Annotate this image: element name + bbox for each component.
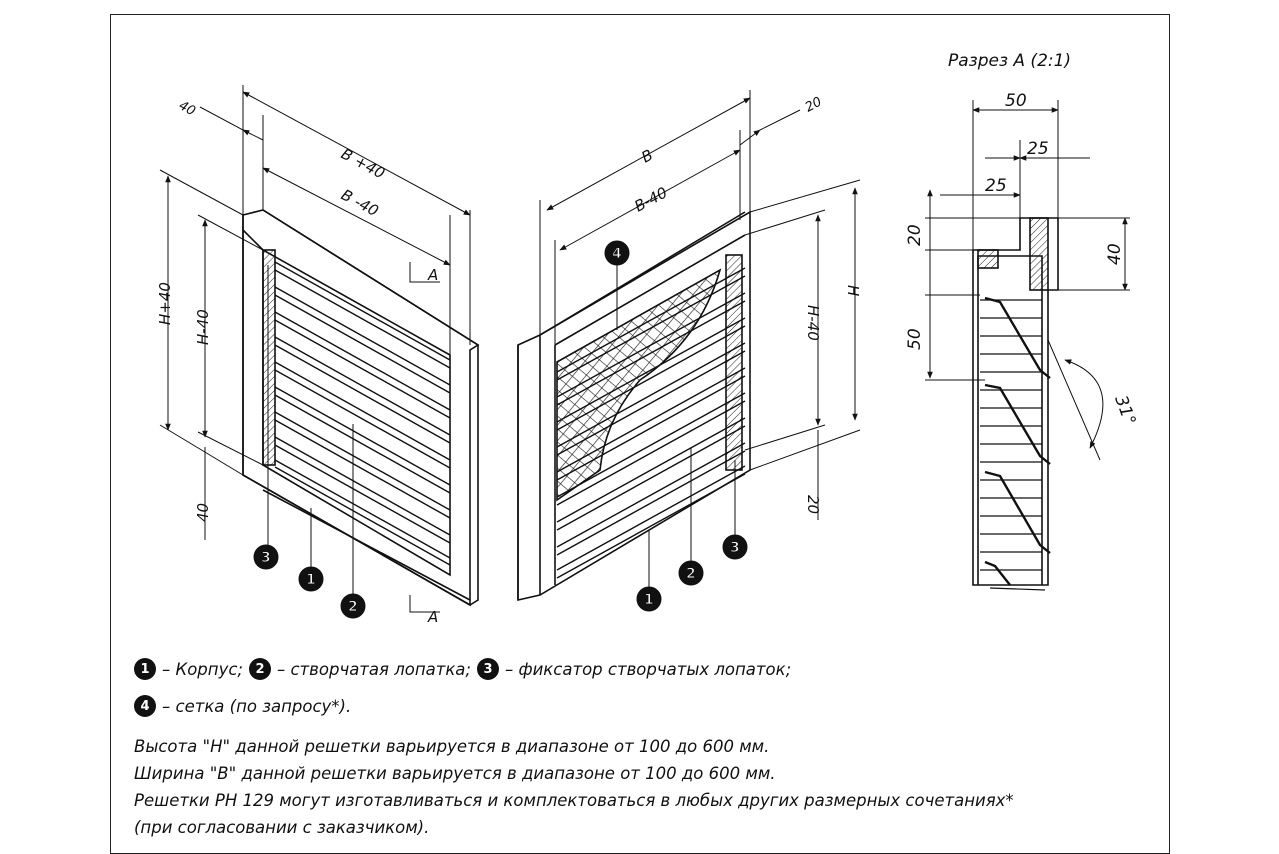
svg-text:2: 2 [686,566,696,582]
dim-left-h-minus-40: H-40 [194,309,212,345]
note-height: Высота "Н" данной решетки варьируется в … [134,737,770,756]
dim-right-b-minus-40: B-40 [631,183,670,215]
section-mark-a-bottom: A [427,608,438,626]
view-callouts: 4 3 1 2 1 2 3 [253,240,748,619]
callout-3-left: 3 [253,265,279,570]
section-mark-a-top: A [427,266,438,284]
dim-sec-20: 20 [905,224,925,246]
left-dimensions [159,85,471,613]
legend-text-4: – сетка (по запросу*). [162,696,352,716]
note-custom-sizes: Решетки РН 129 могут изготавливаться и к… [134,791,1014,810]
dim-sec-25-lower: 25 [985,176,1007,196]
legend-number-3: 3 [476,658,499,680]
dim-sec-50: 50 [1005,91,1027,111]
svg-text:1: 1 [644,592,654,608]
dim-right-b: B [638,146,656,167]
callout-4-marker: 4 [604,240,630,330]
legend-number-4: 4 [134,695,156,717]
dim-sec-40: 40 [1105,243,1125,265]
dim-left-b-plus-40: B +40 [338,145,388,183]
dim-left-bottom-40: 40 [194,503,212,522]
callout-1-left: 1 [298,508,324,592]
dim-left-40: 40 [176,98,198,119]
svg-text:2: 2 [348,599,358,615]
legend-number-1: 1 [134,658,156,680]
dim-right-20: 20 [803,95,825,116]
callout-1-right: 1 [636,530,662,612]
callout-2-right: 2 [678,448,704,586]
legend-number-2: 2 [248,658,271,680]
legend-text-1: – Корпус; [162,659,243,679]
dim-right-h-minus-40: H-40 [804,305,822,341]
dim-sec-50-vertical: 50 [905,328,925,350]
dim-sec-25-upper: 25 [1027,139,1049,159]
dim-left-b-minus-40: B -40 [338,186,381,220]
svg-text:4: 4 [612,246,622,262]
dim-right-h: H [844,285,862,296]
note-width: Ширина "В" данной решетки варьируется в … [134,764,776,783]
callout-2-left: 2 [340,424,366,619]
right-dimensions [539,90,861,520]
section-title: Разрез А (2:1) [948,51,1071,71]
svg-text:3: 3 [730,540,740,556]
callout-3-right: 3 [722,460,748,560]
left-grille [242,209,480,607]
section-a: Разрез А (2:1) [905,51,1139,591]
dim-sec-angle: 31° [1110,393,1139,428]
dim-right-bottom-20: 20 [804,495,822,514]
legend-line-1: 1 – Корпус; 2 – створчатая лопатка; 3 – … [134,658,791,680]
legend-text-2: – створчатая лопатка; [276,659,471,679]
technical-drawing: 40 B +40 B -40 H+40 H-40 40 A A [156,51,1139,626]
dim-left-h-plus-40: H+40 [156,282,174,325]
note-agreement: (при согласовании с заказчиком). [134,818,430,837]
svg-text:3: 3 [261,550,271,566]
legend-text-3: – фиксатор створчатых лопаток; [504,659,792,679]
right-grille [517,210,751,602]
legend-line-2: 4 – сетка (по запросу*). [134,695,351,717]
svg-text:1: 1 [306,572,316,588]
